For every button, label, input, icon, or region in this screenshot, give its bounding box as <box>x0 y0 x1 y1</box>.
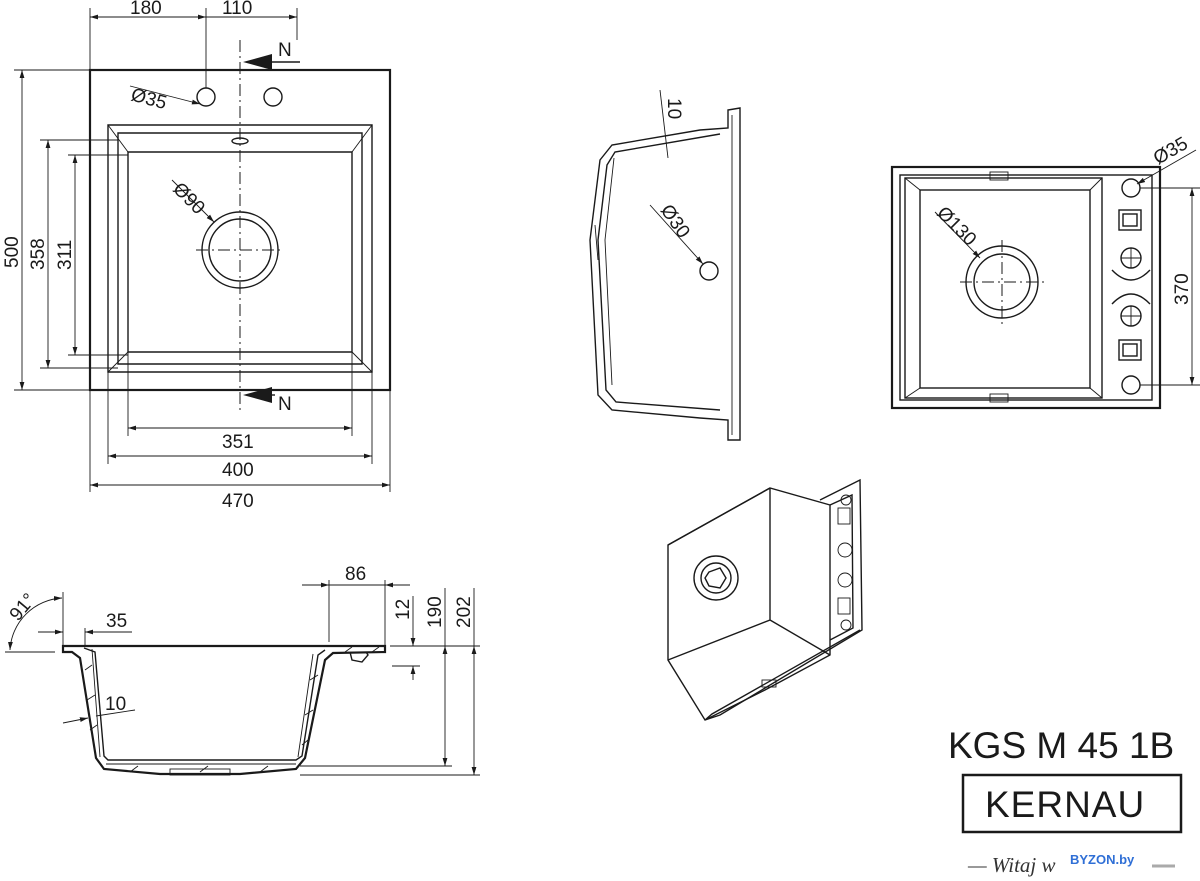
dim-358: 358 <box>28 238 49 270</box>
dim-35: 35 <box>106 611 127 632</box>
tap-hole-1 <box>196 87 216 107</box>
dim-110: 110 <box>222 0 252 19</box>
dim-400: 400 <box>222 460 254 481</box>
dim-370: 370 <box>1172 273 1193 305</box>
isometric-view <box>667 478 863 721</box>
drain-label: Ø90 <box>168 179 208 219</box>
dim-351: 351 <box>222 432 254 453</box>
tap-hole-label: Ø35 <box>129 85 169 115</box>
dim-12: 12 <box>393 599 414 620</box>
angle-label: 91° <box>6 590 41 626</box>
overflow-hole <box>699 261 719 281</box>
cross-section: 91° 35 86 12 190 202 10 <box>5 564 480 776</box>
dim-180: 180 <box>130 0 162 19</box>
top-view: 180 110 N N Ø35 Ø90 500 358 311 351 <box>2 0 392 512</box>
bottom-view: 370 Ø35 Ø130 <box>890 133 1200 410</box>
north-arrow-top-icon <box>243 54 272 70</box>
dim-86: 86 <box>345 564 366 585</box>
north-arrow-bottom-icon <box>243 387 272 403</box>
bottom-tap-label: Ø35 <box>1150 133 1192 169</box>
bottom-outline <box>890 165 1162 410</box>
model-name: KGS M 45 1B <box>948 725 1174 766</box>
dim-202: 202 <box>454 596 475 628</box>
tap-hole-2 <box>263 87 283 107</box>
dim-190: 190 <box>425 596 446 628</box>
north-label-top: N <box>278 40 292 61</box>
dim-470: 470 <box>222 491 254 512</box>
north-label-bottom: N <box>278 394 292 415</box>
side-wall-label: 10 <box>663 98 684 119</box>
dim-311: 311 <box>55 240 76 270</box>
side-section: 10 Ø30 <box>589 89 741 441</box>
watermark: BYZON.by <box>1070 852 1135 867</box>
overflow-label: Ø30 <box>656 201 694 242</box>
tagline: — Witaj w <box>967 853 1056 877</box>
brand-logo: KERNAU <box>985 784 1145 825</box>
wall-thickness-label: 10 <box>105 694 126 715</box>
brand-logo-box <box>961 773 1183 834</box>
branding: KGS M 45 1B KERNAU — Witaj w BYZON.by <box>948 725 1183 877</box>
dim-500: 500 <box>2 236 23 268</box>
bottom-drain-label: Ø130 <box>932 203 980 251</box>
